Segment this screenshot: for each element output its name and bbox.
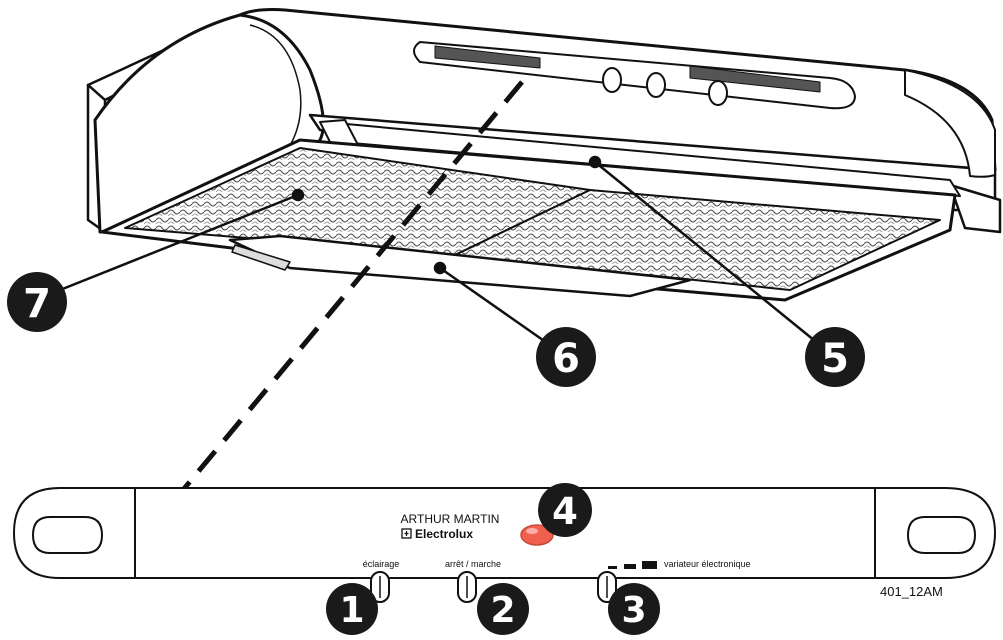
electrolux-logo-icon bbox=[401, 528, 412, 539]
brand-line-1: ARTHUR MARTIN bbox=[401, 512, 500, 526]
figure-code: 401_12AM bbox=[880, 584, 943, 599]
callout-3: 3 bbox=[608, 583, 660, 635]
hood-right-endcap bbox=[904, 69, 996, 178]
svg-text:4: 4 bbox=[552, 490, 578, 533]
callout-1: 1 bbox=[326, 583, 378, 635]
callout-7: 7 bbox=[7, 272, 67, 332]
switch-2-label: arrêt / marche bbox=[445, 559, 501, 569]
svg-text:6: 6 bbox=[552, 336, 580, 382]
control-panel-front-view bbox=[12, 487, 997, 603]
svg-text:2: 2 bbox=[490, 590, 515, 631]
svg-text:3: 3 bbox=[621, 590, 646, 631]
switch-1-label: éclairage bbox=[363, 559, 400, 569]
control-panel-outline bbox=[12, 487, 997, 579]
svg-text:1: 1 bbox=[339, 590, 364, 631]
brand-line-2: Electrolux bbox=[415, 527, 473, 541]
light-switch[interactable] bbox=[370, 571, 390, 603]
projection-line bbox=[156, 80, 524, 522]
speed-variator-switch[interactable] bbox=[597, 571, 617, 603]
on-off-switch[interactable] bbox=[457, 571, 477, 603]
switch-3-label: variateur électronique bbox=[664, 559, 751, 569]
callout-2: 2 bbox=[477, 583, 529, 635]
speed-ramp-icon bbox=[608, 561, 657, 569]
range-hood-illustration bbox=[86, 8, 1002, 302]
callout-5: 5 bbox=[805, 327, 865, 387]
svg-text:5: 5 bbox=[821, 336, 849, 382]
callout-6: 6 bbox=[536, 327, 596, 387]
leader-lines bbox=[59, 155, 821, 347]
svg-text:7: 7 bbox=[23, 281, 51, 327]
callout-4: 4 bbox=[538, 483, 592, 537]
